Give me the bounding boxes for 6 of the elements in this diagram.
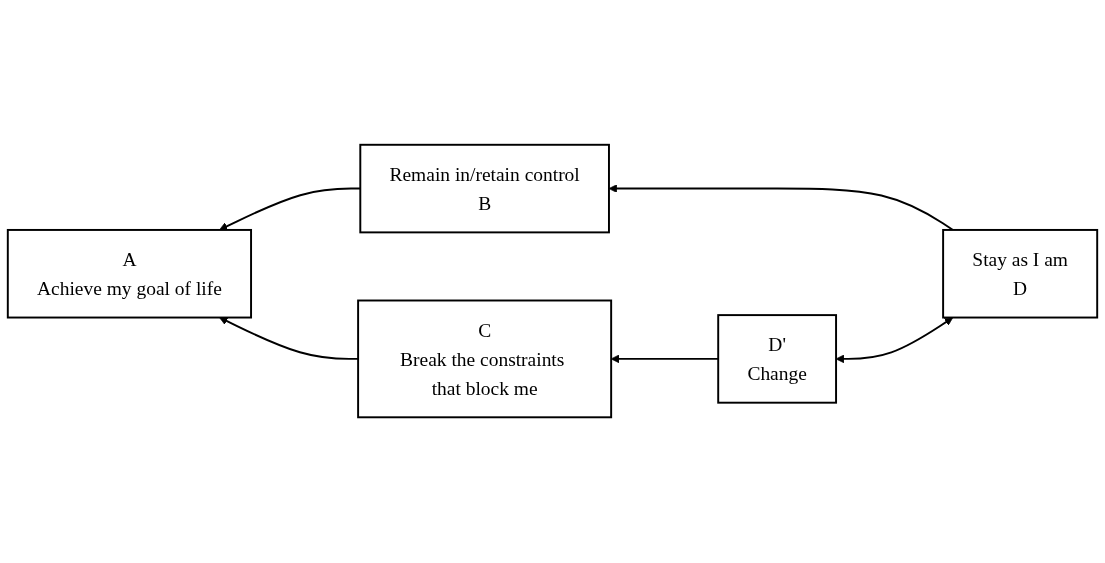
- arrow: [608, 184, 954, 232]
- node-box: Stay as I am D: [942, 229, 1099, 319]
- node-box: Remain in/retain control B: [359, 144, 610, 234]
- node-box: C Break the constraints that block me: [357, 300, 613, 419]
- node-box: D' Change: [717, 314, 838, 405]
- node-box: A Achieve my goal of life: [6, 229, 253, 319]
